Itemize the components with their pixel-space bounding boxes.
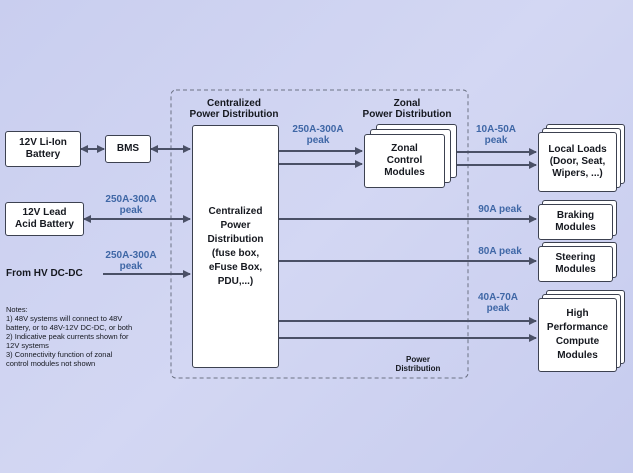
lead-acid-battery-label: 12V Lead Acid Battery [15,207,74,230]
peak-label-steering: 80A peak [478,246,522,257]
peak-label-braking: 90A peak [478,204,522,215]
steering-modules-label: Steering Modules [555,252,596,275]
hpc-modules-label: High Performance Compute Modules [546,308,609,361]
local-loads-label: Local Loads (Door, Seat, Wipers, ...) [548,144,607,179]
li-ion-battery-label: 12V Li-Ion Battery [19,137,67,160]
peak-label-hpc: 40A-70A peak [477,292,519,314]
zonal-control-modules-box: Zonal Control Modules [364,134,445,188]
peak-label-lead-acid: 250A-300A peak [105,194,157,216]
notes-line: 1) 48V systems will connect to 48V [6,314,123,323]
power-distribution-footer: Power Distribution [395,355,441,373]
zonal-control-modules-label: Zonal Control Modules [384,143,425,178]
braking-modules-box: Braking Modules [538,204,613,240]
bms-label: BMS [116,143,140,154]
notes-line: 2) Indicative peak currents shown for [6,332,129,341]
centralized-power-distribution-box: Centralized Power Distribution (fuse box… [192,125,279,368]
braking-modules-label: Braking Modules [555,210,596,233]
notes-line: battery, or to 48V-12V DC-DC, or both [6,323,133,332]
peak-label-local-loads: 10A-50A peak [475,124,517,146]
hv-dcdc-label: From HV DC-DC [6,268,83,279]
hpc-modules-box: High Performance Compute Modules [538,298,617,372]
distribution-dashed-frame [170,89,469,379]
notes-block: Notes: 1) 48V systems will connect to 48… [6,305,132,368]
zonal-heading: Zonal Power Distribution [362,98,452,120]
local-loads-box: Local Loads (Door, Seat, Wipers, ...) [538,132,617,192]
notes-line: 3) Connectivity function of zonal [6,350,113,359]
notes-line: 12V systems [6,341,49,350]
centralized-box-label: Centralized Power Distribution (fuse box… [207,205,264,287]
steering-modules-box: Steering Modules [538,246,613,282]
notes-line: control modules not shown [6,359,96,368]
li-ion-battery-box: 12V Li-Ion Battery [5,131,81,167]
notes-line: Notes: [6,305,28,314]
peak-label-hv-dcdc: 250A-300A peak [105,250,157,272]
centralized-heading: Centralized Power Distribution [189,98,279,120]
peak-label-central-zonal: 250A-300A peak [292,124,344,146]
bms-box: BMS [105,135,151,163]
lead-acid-battery-box: 12V Lead Acid Battery [5,202,84,236]
